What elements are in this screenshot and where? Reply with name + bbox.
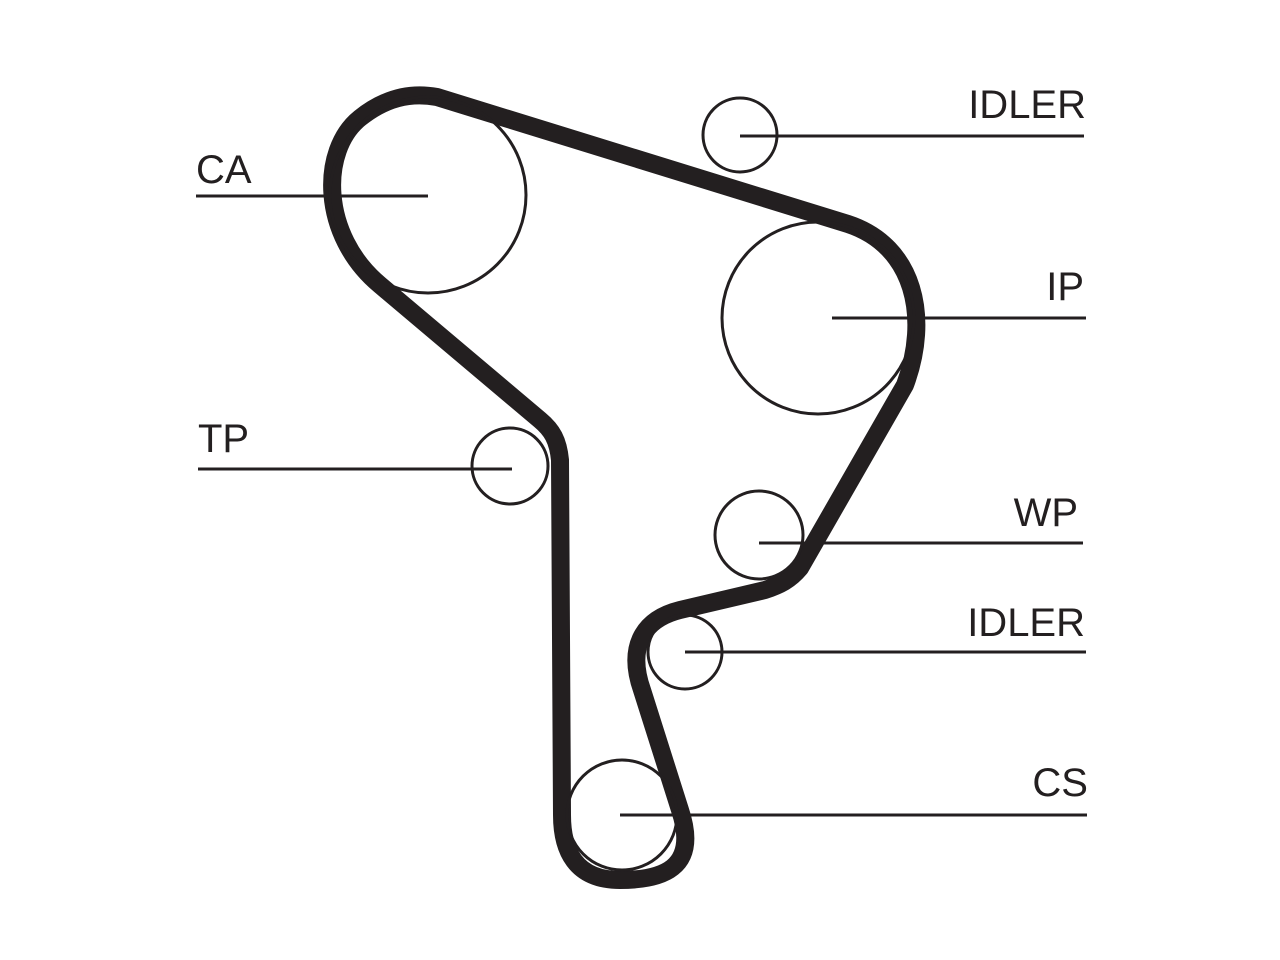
label-idler-bottom: IDLER [967,601,1085,645]
label-ca: CA [196,148,252,192]
timing-belt [323,86,926,889]
label-idler-top: IDLER [968,83,1086,127]
tensioner-pulley [470,426,550,506]
label-tp: TP [198,417,249,461]
label-ip: IP [1046,265,1084,309]
label-wp: WP [1014,491,1078,535]
water-pump-pulley [713,489,805,581]
label-cs: CS [1032,761,1088,805]
